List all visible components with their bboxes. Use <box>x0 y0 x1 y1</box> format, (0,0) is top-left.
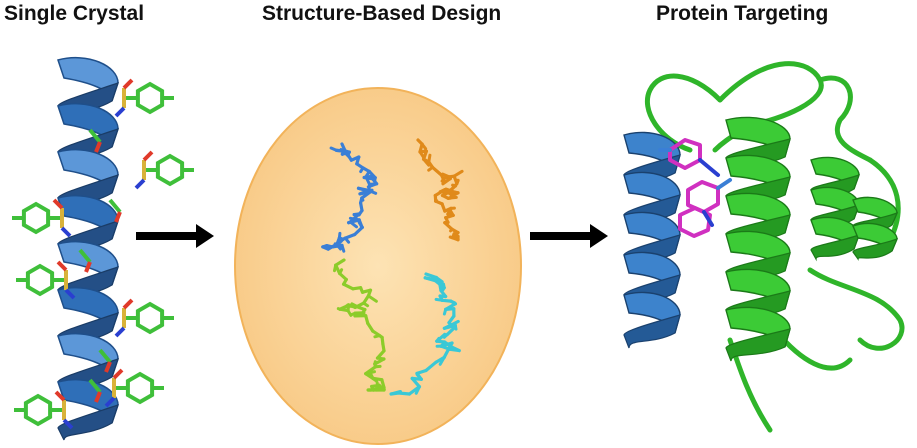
stick-model-orange <box>416 138 464 242</box>
ligand-sticks <box>658 138 732 238</box>
protein-helices <box>725 116 899 362</box>
bound-helix-blue <box>623 131 681 349</box>
structure-design-ellipse <box>234 87 522 445</box>
right-arrow-icon <box>530 224 608 248</box>
title-protein-targeting: Protein Targeting <box>656 2 829 25</box>
title-single-crystal: Single Crystal <box>4 2 145 25</box>
side-chains <box>12 78 194 430</box>
protein-complex <box>623 61 905 433</box>
protein-loops <box>644 61 905 433</box>
right-arrow-icon <box>136 224 214 248</box>
stick-model-lime <box>333 258 386 392</box>
helix-ribbon <box>57 56 119 441</box>
title-structure-based-design: Structure-Based Design <box>262 2 502 25</box>
stick-model-cyan <box>389 272 461 396</box>
stick-model-blue <box>321 142 379 253</box>
helix-crystal-structure <box>12 56 194 441</box>
